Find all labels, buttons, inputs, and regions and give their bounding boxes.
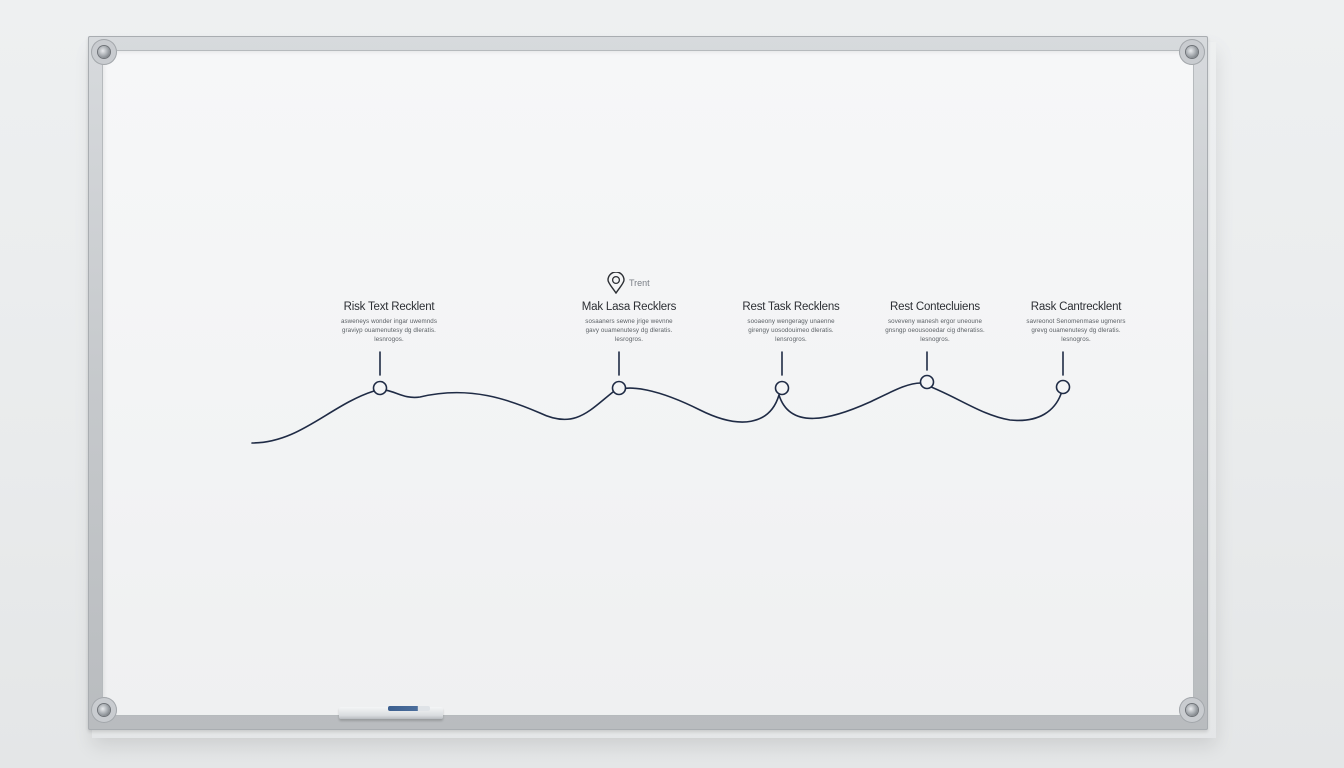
milestone-node-3 <box>774 380 790 396</box>
milestone-label-3: Rest Task Recklens sooaeony wengeragy un… <box>711 301 871 344</box>
milestone-title: Mak Lasa Recklers <box>581 301 677 313</box>
pin-marker: Trent <box>606 272 650 294</box>
milestone-label-2: Mak Lasa Recklers sosaaners sewne jrige … <box>549 301 709 344</box>
corner-screw-top-right <box>1179 39 1205 65</box>
corner-screw-bottom-right <box>1179 697 1205 723</box>
whiteboard-marker <box>388 706 430 711</box>
milestone-description: asweneys wonder ingar uwemnds graviyp ou… <box>340 318 438 343</box>
corner-screw-bottom-left <box>91 697 117 723</box>
milestone-description: sooaeony wengeragy unaenne girengy uosod… <box>747 318 835 343</box>
milestone-node-2 <box>611 380 627 396</box>
milestone-description: savreonot Senomenmase ugmenrs grevg ouam… <box>1026 318 1126 343</box>
milestone-title: Rest Contecluiens <box>890 301 980 313</box>
milestone-node-1 <box>372 380 388 396</box>
milestone-label-1: Risk Text Recklent asweneys wonder ingar… <box>309 301 469 344</box>
milestone-description: soveveny wanesh ergor uneoune gnsngp oeo… <box>885 318 985 343</box>
pin-label: Trent <box>629 278 650 288</box>
milestone-title: Rask Cantrecklent <box>1030 301 1122 313</box>
whiteboard-frame <box>88 36 1208 730</box>
location-pin-icon <box>607 272 625 294</box>
milestone-label-5: Rask Cantrecklent savreonot Senomenmase … <box>996 301 1156 344</box>
corner-screw-top-left <box>91 39 117 65</box>
milestone-title: Rest Task Recklens <box>742 301 840 313</box>
milestone-description: sosaaners sewne jrige wevnne gavy ouamen… <box>585 318 673 343</box>
milestone-node-4 <box>919 374 935 390</box>
milestone-node-5 <box>1055 379 1071 395</box>
milestone-label-4: Rest Contecluiens soveveny wanesh ergor … <box>855 301 1015 344</box>
whiteboard-surface <box>102 50 1194 716</box>
milestone-title: Risk Text Recklent <box>343 301 435 313</box>
